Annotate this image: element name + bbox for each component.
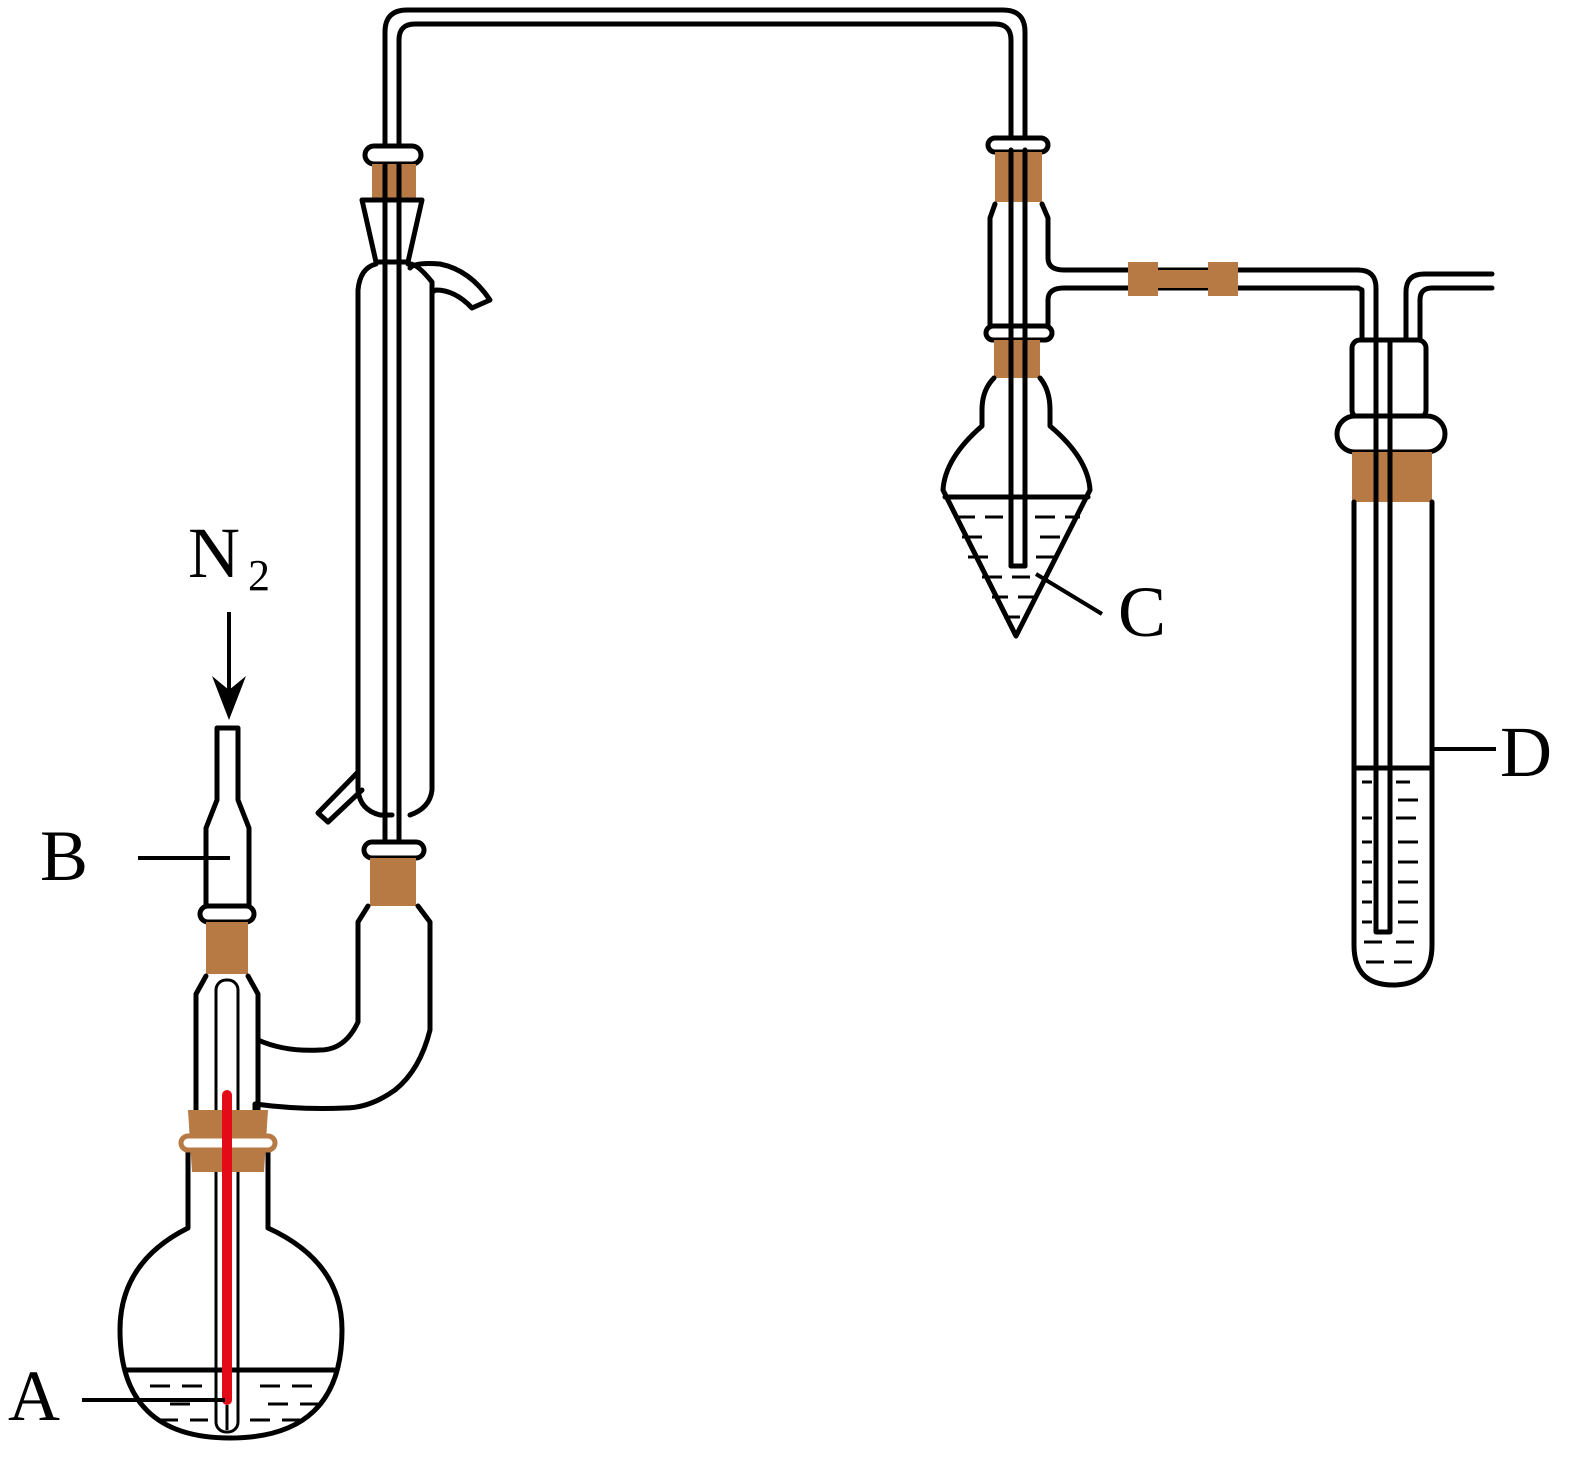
adapter-bottom-collar xyxy=(983,323,1055,343)
inlet-collar xyxy=(197,903,257,925)
label-c: C xyxy=(1118,572,1166,652)
label-b: B xyxy=(40,816,88,896)
top-connecting-tube xyxy=(382,7,1028,153)
adapter-body xyxy=(987,201,1133,329)
tube-bend-into-d xyxy=(1355,267,1379,343)
test-tube-body xyxy=(1351,499,1435,988)
condenser-jacket xyxy=(355,261,395,818)
label-d: D xyxy=(1500,712,1552,792)
test-tube xyxy=(1334,271,1495,988)
condenser-top-funnel xyxy=(359,197,425,265)
adapter-outer-tube xyxy=(255,903,371,1053)
gas-outlet-tube xyxy=(1127,262,1379,343)
rubber-joint-left xyxy=(1128,262,1158,296)
pear-shaped-flask xyxy=(940,375,1093,639)
condenser xyxy=(315,143,493,906)
label-a: A xyxy=(8,1356,60,1436)
rubber-joint-middle xyxy=(1158,270,1208,288)
gas-flow-arrowhead xyxy=(212,676,246,720)
condenser-top-collar xyxy=(362,143,424,167)
test-tube-inner-tube xyxy=(1373,337,1393,935)
pear-flask-body xyxy=(940,375,1093,639)
condenser-jacket-right xyxy=(405,261,435,818)
condenser-top-stopper xyxy=(372,164,416,198)
condenser-upper-side-arm xyxy=(407,261,493,311)
thermometer-neck-tube xyxy=(193,973,261,1121)
test-tube-liquid-dashes xyxy=(1362,780,1418,964)
gas-label: N xyxy=(188,513,240,593)
adapter-inner-tube xyxy=(252,903,433,1128)
adapter-top-stopper xyxy=(995,152,1042,202)
adapter-bottom-stopper xyxy=(994,340,1040,378)
flask-liquid-dashes xyxy=(150,1384,318,1422)
thermometer-mercury-column xyxy=(222,1090,232,1405)
test-tube-outlet xyxy=(1403,271,1495,343)
flask-body xyxy=(117,1147,345,1441)
condenser-bottom-collar xyxy=(361,839,427,861)
adapter-top-collar xyxy=(985,135,1051,155)
thermometer-inlet-assembly xyxy=(193,725,261,1434)
pear-flask-liquid-dashes xyxy=(955,515,1080,619)
condenser-lower-side-arm xyxy=(315,769,365,825)
leader-line-c xyxy=(1034,572,1104,616)
top-connecting-tube-inner xyxy=(396,21,1014,153)
condenser-bottom-stopper xyxy=(370,858,416,906)
round-bottom-flask xyxy=(117,1090,345,1441)
inlet-stopper xyxy=(206,922,248,974)
receiver-adapter xyxy=(983,135,1133,569)
gas-label-subscript: 2 xyxy=(248,551,270,600)
rubber-joint-right xyxy=(1208,262,1238,296)
gas-inlet-tube xyxy=(203,725,252,911)
